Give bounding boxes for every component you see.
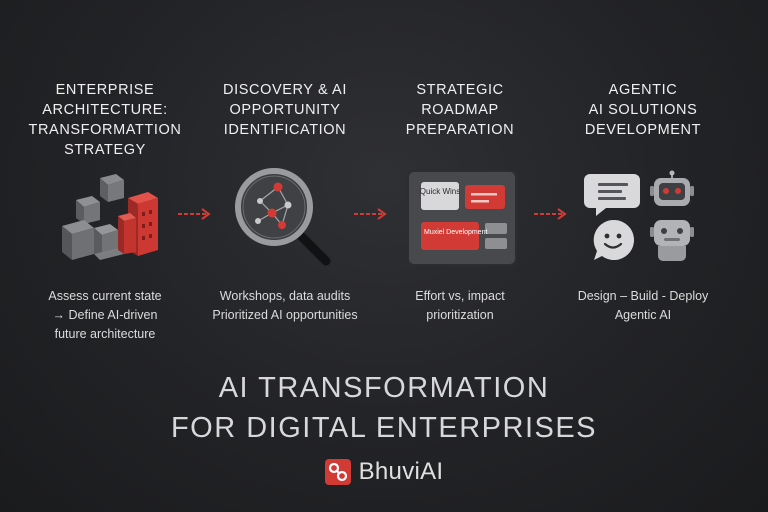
quick-wins-label: Quick Wins	[420, 187, 460, 196]
arrow-right-icon	[178, 208, 211, 220]
cubes-icon	[62, 174, 158, 260]
headline-line-2: FOR DIGITAL ENTERPRISES	[170, 412, 598, 444]
step-title: ENTERPRISE ARCHITECTURE: TRANSFORMATTION…	[28, 82, 182, 158]
brand: BhuviAI	[0, 458, 768, 486]
development-label: Muxiel Development	[424, 229, 487, 236]
brand-name: BhuviAI	[358, 458, 444, 485]
step-title: AGENTIC AI SOLUTIONS DEVELOPMENT	[584, 82, 702, 138]
arrow-right-icon	[354, 208, 387, 220]
magnifier-network-icon	[235, 168, 333, 268]
logo-icon	[324, 459, 351, 485]
chat-robot-icon	[584, 170, 694, 261]
arrow-right-icon	[534, 208, 567, 220]
step-description: Assess current state → Define AI-driven …	[48, 289, 162, 341]
step-title: DISCOVERY & AI OPPORTUNITY IDENTIFICATIO…	[223, 82, 347, 138]
headline-line-1: AI TRANSFORMATION	[218, 372, 550, 404]
step-title: STRATEGIC ROADMAP PREPARATION	[405, 82, 515, 138]
step-description: Workshops, data audits Prioritized AI op…	[212, 289, 358, 322]
roadmap-board-icon: Quick Wins Muxiel Development	[407, 170, 517, 266]
step-description: Design – Build - Deploy Agentic AI	[577, 289, 709, 322]
step-description: Effort vs, impact prioritization	[415, 289, 505, 322]
